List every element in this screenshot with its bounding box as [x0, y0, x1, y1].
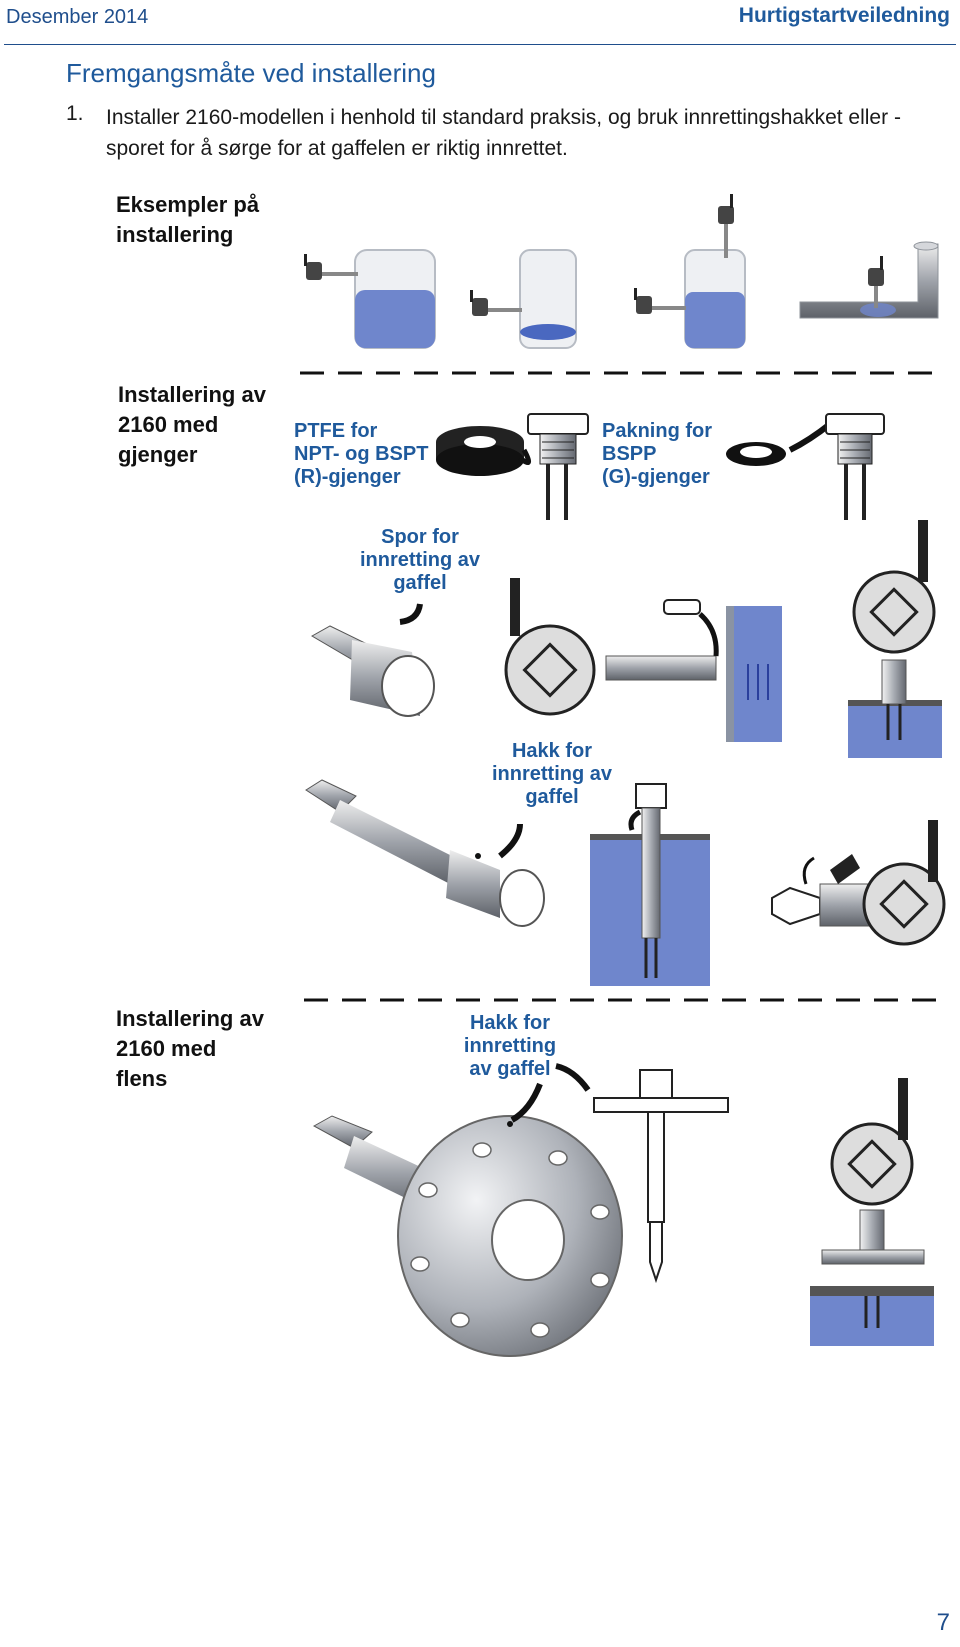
flanged-label-line: flens	[116, 1066, 168, 1091]
examples-label: Eksempler på installering	[116, 192, 260, 247]
notch-callout-line: innretting av	[491, 763, 612, 785]
flange-cross-section	[555, 1063, 729, 1284]
threaded-label-line: 2160 med	[118, 412, 219, 437]
flange-notch-callout-line: Hakk for	[469, 1012, 551, 1034]
ptfe-callout-line: NPT- og BSPT	[294, 443, 429, 465]
transmitter-rotating	[771, 820, 946, 946]
ptfe-callout-line: (R)-gjenger	[294, 466, 401, 488]
notch-callout-line: Hakk for	[511, 740, 593, 762]
flange-sensor-3d	[312, 1082, 623, 1357]
notch-callout-line: gaffel	[525, 786, 579, 808]
groove-callout-line: gaffel	[393, 572, 447, 594]
section-title: Fremgangsmåte ved installering	[66, 58, 436, 88]
threaded-label-line: gjenger	[118, 442, 198, 467]
threaded-label-line: Installering av	[118, 382, 266, 407]
notch-callout: Hakk for innretting av gaffel	[482, 740, 622, 809]
gasket-callout: Pakning for BSPP (G)-gjenger	[602, 420, 712, 489]
groove-callout-line: Spor for	[381, 526, 459, 548]
header-doc-type: Hurtigstartveiledning	[738, 4, 950, 27]
sensor-long-notch-3d	[305, 779, 545, 927]
step-text: Installer 2160-modellen i henhold til st…	[106, 106, 901, 160]
transmitter-top-mounted	[848, 520, 942, 758]
header-divider	[4, 44, 956, 45]
threaded-sensor-bspp	[825, 413, 885, 520]
threaded-label: Installering av 2160 med gjenger	[118, 380, 266, 470]
sensor-groove-3d	[310, 603, 435, 717]
flanged-label-line: Installering av	[116, 1006, 264, 1031]
ptfe-tape-roll	[436, 426, 532, 476]
gasket-callout-line: Pakning for	[602, 420, 713, 442]
threaded-sensor-npt	[527, 413, 589, 520]
flange-notch-callout-line: av gaffel	[469, 1058, 551, 1080]
pipe-example	[799, 241, 939, 319]
flanged-label-line: 2160 med	[116, 1036, 217, 1061]
flange-notch-callout: Hakk for innretting av gaffel	[450, 1012, 570, 1081]
groove-callout: Spor for innretting av gaffel	[350, 526, 490, 595]
ptfe-callout-line: PTFE for	[294, 420, 378, 442]
ptfe-callout: PTFE for NPT- og BSPT (R)-gjenger	[294, 420, 428, 489]
step-number: 1.	[66, 102, 84, 125]
probe-top-mounted-tank	[590, 783, 710, 986]
tank-example-top	[634, 194, 746, 349]
transmitter-flanged-tank	[810, 1078, 934, 1346]
tank-example-side	[304, 249, 436, 349]
groove-callout-line: innretting av	[359, 549, 480, 571]
tank-example-low	[470, 249, 577, 349]
gasket-ring	[726, 421, 832, 466]
page-number: 7	[936, 1609, 950, 1636]
transmitter-side-wall	[504, 578, 782, 742]
flanged-label: Installering av 2160 med flens	[116, 1004, 264, 1094]
flange-notch-callout-line: innretting	[463, 1035, 557, 1057]
gasket-callout-line: BSPP	[602, 443, 657, 465]
header-date: Desember 2014	[6, 6, 149, 28]
gasket-callout-line: (G)-gjenger	[602, 466, 710, 488]
